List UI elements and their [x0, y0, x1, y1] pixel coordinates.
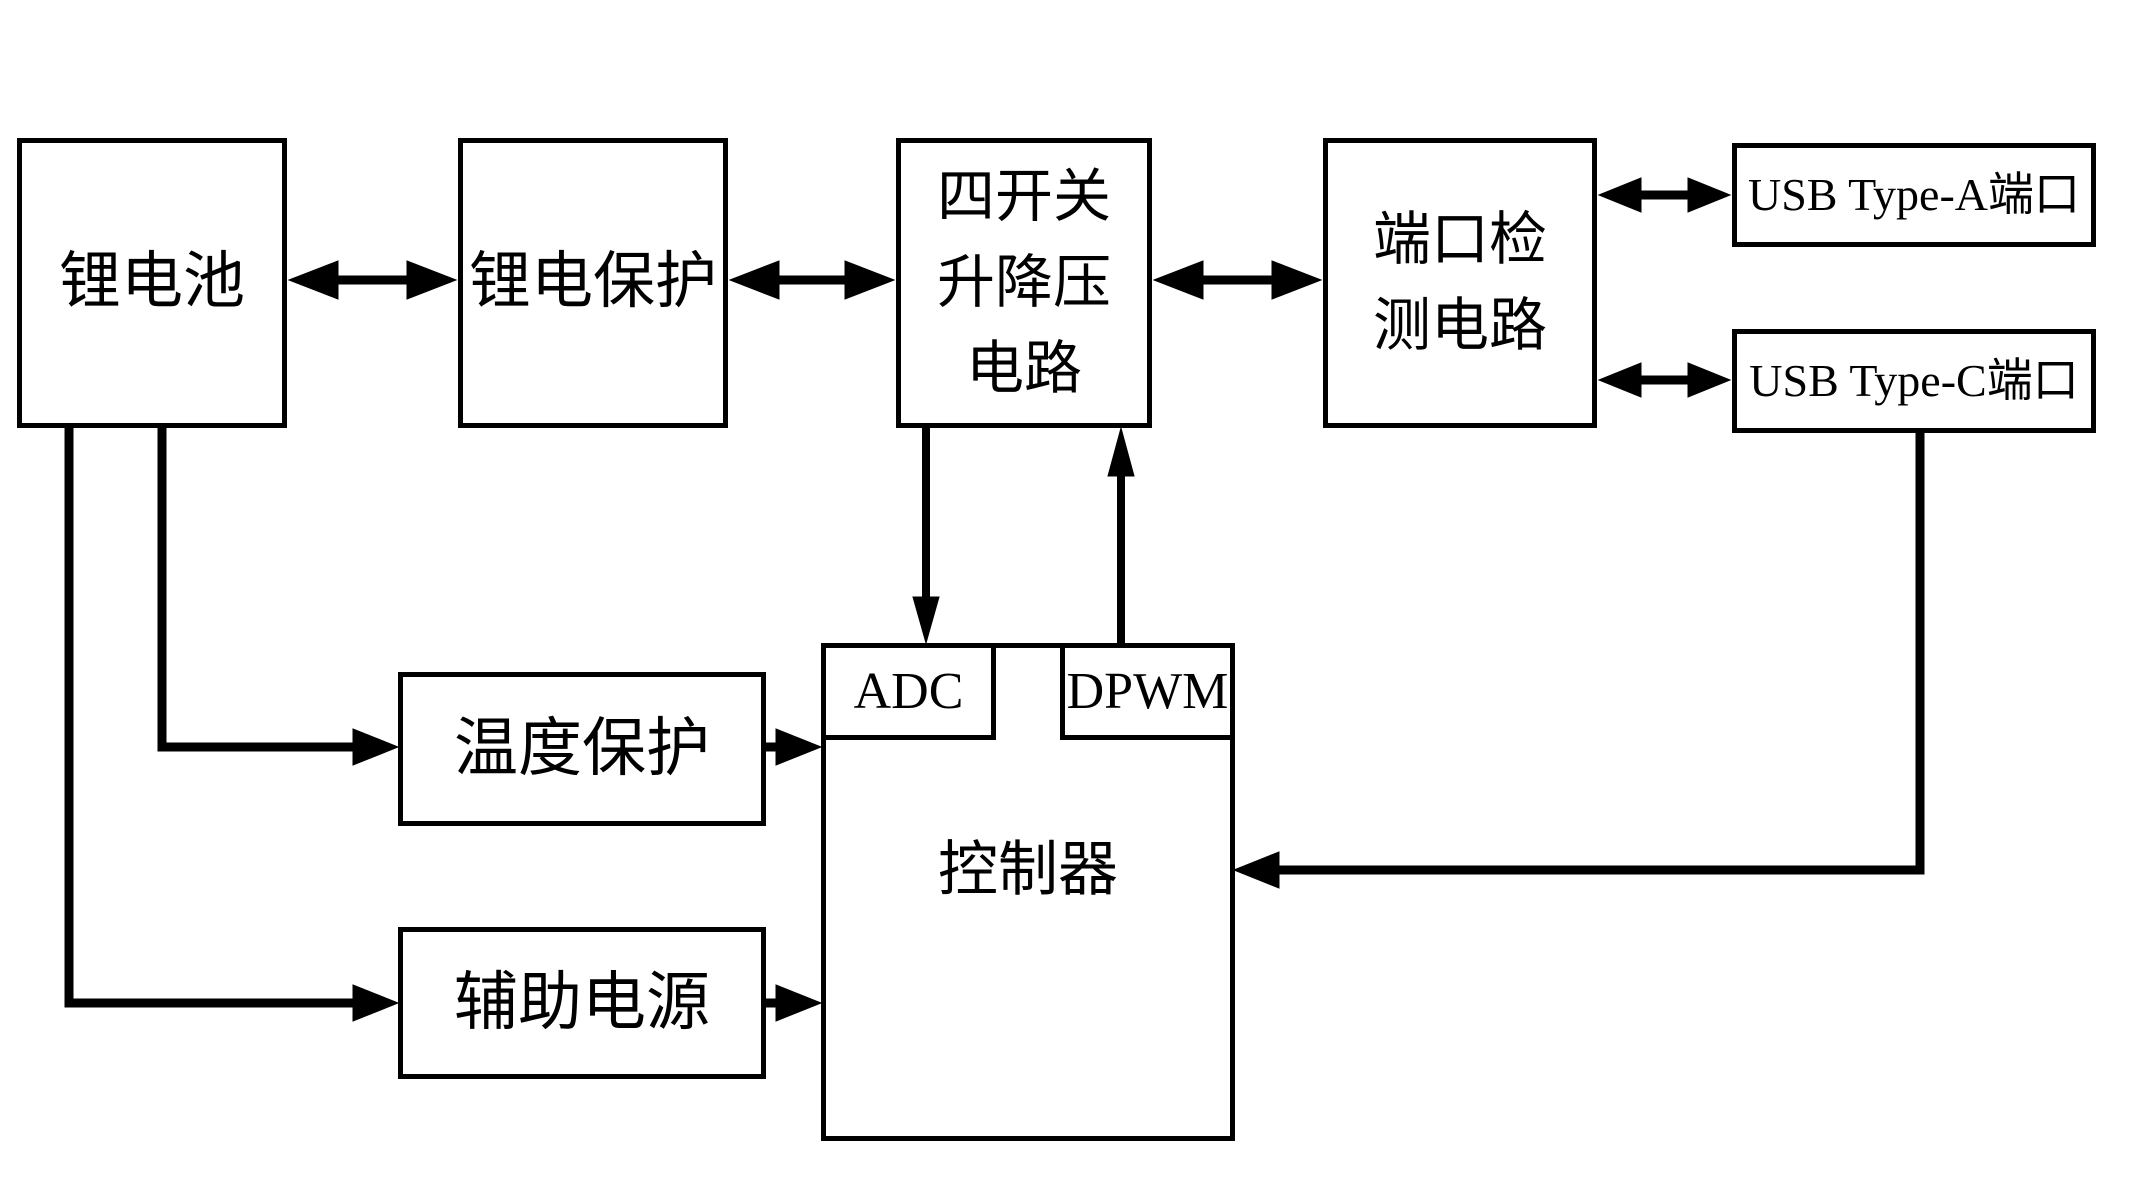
block-buck-boost-circuit: 四开关 升降压 电路 [896, 138, 1152, 428]
arrow-temp-controller [764, 728, 823, 766]
block-controller-label: 控制器 [938, 837, 1118, 903]
block-buck-boost-line3: 电路 [965, 335, 1082, 401]
block-port-detection-line2: 测电路 [1372, 293, 1547, 358]
block-dpwm-label: DPWM [1066, 663, 1229, 720]
arrow-buckboost-portdetect [1152, 260, 1323, 300]
arrow-protection-buckboost [728, 260, 896, 300]
block-usb-type-c-port: USB Type-C端口 [1732, 329, 2096, 433]
block-dpwm: DPWM [1060, 643, 1235, 740]
block-usb-type-a-label: USB Type-A端口 [1748, 169, 2080, 221]
arrow-dpwm-buckboost [1107, 426, 1135, 645]
arrow-battery-aux [64, 426, 400, 1022]
block-usb-type-a-port: USB Type-A端口 [1732, 143, 2096, 247]
arrow-battery-protection [287, 260, 458, 300]
block-temperature-protection-label: 温度保护 [454, 713, 710, 784]
block-battery-label: 锂电池 [58, 248, 245, 317]
block-port-detection-line1: 端口检 [1372, 207, 1547, 273]
block-battery-protection-label: 锂电保护 [468, 248, 717, 317]
arrow-portdetect-usbc [1597, 362, 1732, 398]
block-temperature-protection: 温度保护 [398, 672, 766, 826]
block-buck-boost-line1: 四开关 [936, 164, 1111, 230]
arrow-battery-temp [157, 426, 400, 766]
block-auxiliary-power: 辅助电源 [398, 927, 766, 1079]
block-battery: 锂电池 [17, 138, 287, 428]
block-battery-protection: 锂电保护 [458, 138, 728, 428]
block-auxiliary-power-label: 辅助电源 [454, 967, 710, 1038]
arrow-buckboost-adc [912, 426, 940, 645]
arrow-aux-controller [764, 984, 823, 1022]
arrow-portdetect-usba [1597, 177, 1732, 213]
block-port-detection-circuit: 端口检 测电路 [1323, 138, 1597, 428]
block-usb-type-c-label: USB Type-C端口 [1749, 355, 2079, 407]
block-buck-boost-line2: 升降压 [936, 250, 1111, 316]
arrow-usbc-controller [1232, 431, 1925, 889]
block-adc-label: ADC [853, 663, 964, 720]
block-adc: ADC [821, 643, 996, 740]
